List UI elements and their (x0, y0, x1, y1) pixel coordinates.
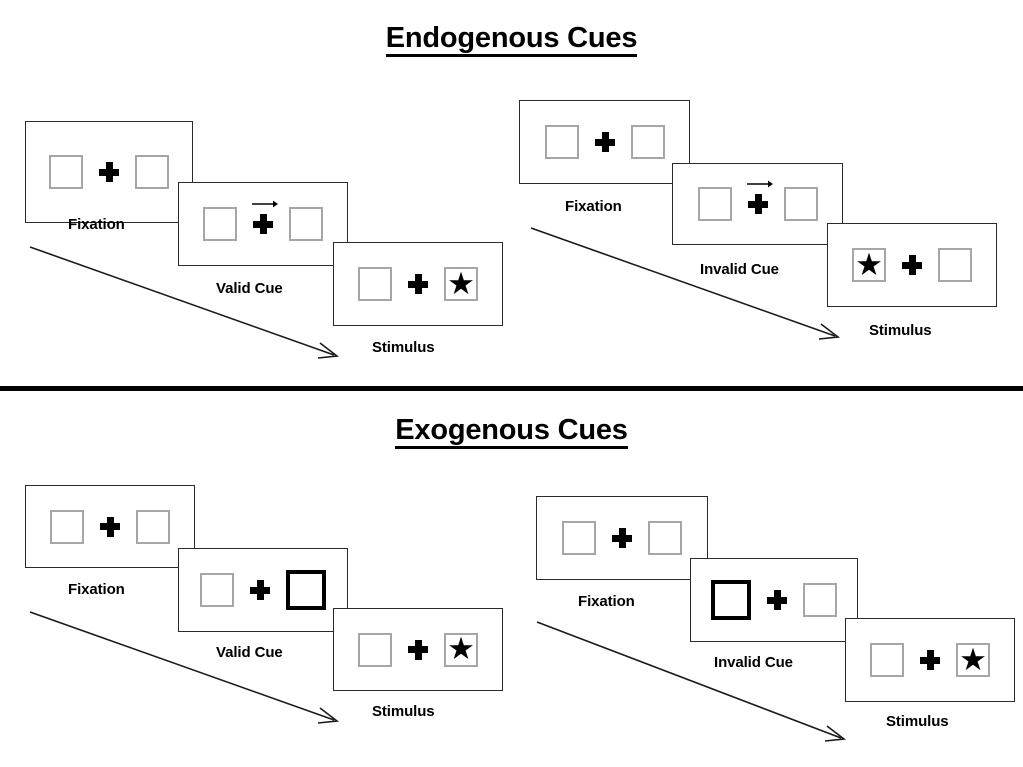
fixation-cross-icon (408, 274, 428, 294)
panel-endogenous-invalid-stimulus: ★ (827, 223, 997, 307)
panel-exogenous-invalid-cue (690, 558, 858, 642)
panel-exogenous-valid-stimulus: ★ (333, 608, 503, 691)
left-square (697, 187, 732, 221)
fixation-cross-icon (100, 516, 120, 537)
left-square (358, 267, 392, 301)
panel-label-exogenous-valid-cue: Valid Cue (216, 644, 283, 661)
section-title-exogenous: Exogenous Cues (0, 414, 1023, 450)
panel-endogenous-valid-cue (178, 182, 348, 266)
cue-center (252, 200, 278, 234)
panel-label-endogenous-invalid-cue: Invalid Cue (700, 261, 779, 278)
left-square (870, 643, 904, 677)
left-square (50, 509, 84, 544)
panel-endogenous-invalid-cue (672, 163, 843, 245)
panel-endogenous-valid-fixation (25, 121, 193, 223)
fixation-cross-icon (612, 528, 632, 548)
right-square (136, 509, 170, 544)
panel-exogenous-invalid-stimulus: ★ (845, 618, 1015, 702)
right-square (289, 207, 323, 241)
panel-label-exogenous-invalid-stimulus: Stimulus (886, 713, 949, 730)
panel-label-endogenous-valid-stimulus: Stimulus (372, 339, 435, 356)
right-square-with-target: ★ (444, 267, 478, 301)
panel-exogenous-valid-fixation (25, 485, 195, 568)
star-icon: ★ (855, 246, 883, 282)
panel-label-endogenous-invalid-stimulus: Stimulus (869, 322, 932, 339)
left-square (544, 125, 579, 159)
left-square (358, 632, 392, 667)
panel-endogenous-valid-stimulus: ★ (333, 242, 503, 326)
fixation-cross-icon (594, 132, 615, 152)
star-icon: ★ (447, 265, 475, 301)
flow-arrow-endogenous-invalid (530, 227, 841, 340)
panel-label-endogenous-valid-fixation: Fixation (68, 216, 125, 233)
flow-arrow-endogenous-valid (29, 246, 340, 359)
left-square (200, 573, 234, 607)
right-square-with-target: ★ (444, 631, 478, 667)
flow-arrow-exogenous-invalid (536, 621, 847, 742)
flow-arrow-exogenous-valid (29, 611, 340, 724)
section-divider (0, 386, 1023, 391)
right-square (135, 155, 169, 189)
panel-label-endogenous-invalid-fixation: Fixation (565, 198, 622, 215)
left-square-with-target: ★ (852, 248, 886, 282)
right-square-with-target: ★ (956, 643, 990, 677)
right-square-cued (286, 570, 326, 610)
left-square (562, 521, 596, 555)
right-square (783, 187, 818, 221)
fixation-cross-icon (767, 590, 787, 610)
fixation-cross-icon (902, 255, 922, 275)
panel-exogenous-invalid-fixation (536, 496, 708, 580)
fixation-cross-icon (253, 214, 273, 234)
right-square (938, 248, 972, 282)
panel-label-exogenous-invalid-cue: Invalid Cue (714, 654, 793, 671)
panel-label-exogenous-valid-fixation: Fixation (68, 581, 125, 598)
section-title-exogenous-text: Exogenous Cues (395, 415, 628, 450)
panel-endogenous-invalid-fixation (519, 100, 690, 184)
section-title-endogenous: Endogenous Cues (0, 22, 1023, 58)
section-title-endogenous-text: Endogenous Cues (385, 23, 637, 58)
arrow-right-icon (746, 180, 773, 188)
fixation-cross-icon (408, 639, 428, 660)
panel-exogenous-valid-cue (178, 548, 348, 632)
fixation-cross-icon (250, 580, 270, 600)
star-icon: ★ (959, 641, 987, 677)
left-square (49, 155, 83, 189)
fixation-cross-icon (920, 650, 940, 670)
right-square (630, 125, 665, 159)
panel-label-exogenous-valid-stimulus: Stimulus (372, 703, 435, 720)
fixation-cross-icon (747, 194, 768, 214)
cue-center (746, 180, 773, 214)
arrow-right-icon (252, 200, 278, 208)
panel-label-exogenous-invalid-fixation: Fixation (578, 593, 635, 610)
left-square (203, 207, 237, 241)
fixation-cross-icon (99, 162, 119, 182)
right-square (803, 583, 837, 617)
star-icon: ★ (447, 631, 475, 666)
right-square (648, 521, 682, 555)
panel-label-endogenous-valid-cue: Valid Cue (216, 280, 283, 297)
left-square-cued (711, 580, 751, 620)
